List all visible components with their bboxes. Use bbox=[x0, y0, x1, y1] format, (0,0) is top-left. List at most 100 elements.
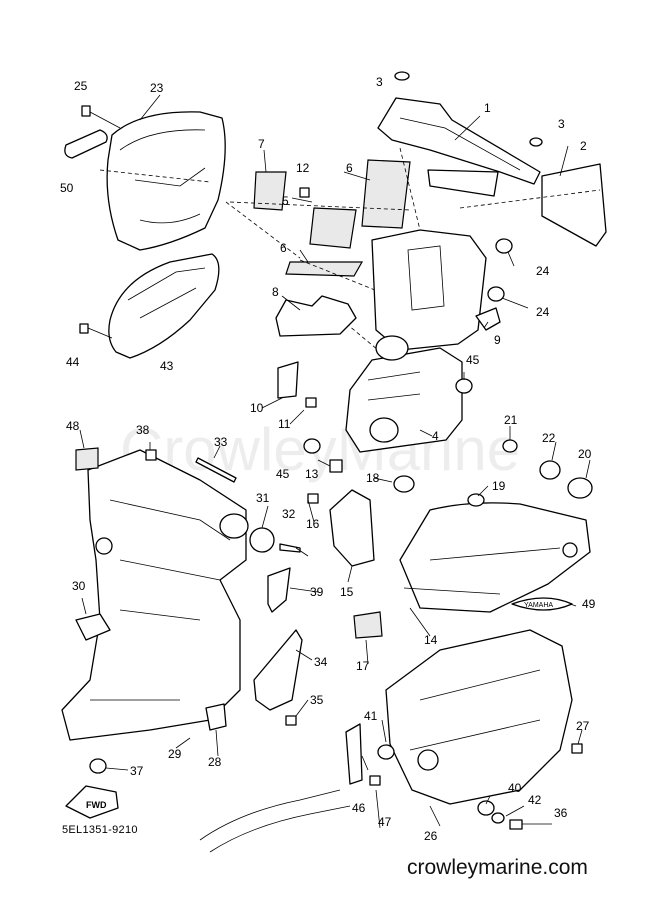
callout-22: 22 bbox=[542, 431, 556, 445]
callout-31: 31 bbox=[256, 491, 270, 505]
callout-7: 7 bbox=[258, 137, 265, 151]
part-23-cover bbox=[106, 111, 226, 251]
callout-6: 6 bbox=[280, 241, 287, 255]
part-25-screw bbox=[81, 105, 121, 129]
part-18-grommet bbox=[393, 475, 415, 493]
part-40-grommet bbox=[477, 800, 495, 816]
part-16-screw bbox=[307, 493, 319, 504]
callout-6: 6 bbox=[346, 161, 353, 175]
callout-48: 48 bbox=[66, 419, 80, 433]
callout-3: 3 bbox=[558, 117, 565, 131]
part-12-screw bbox=[299, 187, 310, 198]
leader-lines bbox=[79, 94, 591, 829]
part-30-connector bbox=[75, 613, 111, 641]
part-46-bracket bbox=[345, 723, 363, 785]
callout-14: 14 bbox=[424, 633, 438, 647]
part-1-bracket bbox=[377, 97, 541, 197]
callout-25: 25 bbox=[74, 79, 88, 93]
part-27-screw bbox=[571, 743, 583, 754]
callout-33: 33 bbox=[214, 435, 228, 449]
part-5-pad bbox=[309, 207, 357, 249]
part-6-pad bbox=[361, 159, 411, 229]
part-36-screw bbox=[509, 819, 523, 830]
callout-24: 24 bbox=[536, 264, 550, 278]
svg-text:YAMAHA: YAMAHA bbox=[524, 602, 553, 609]
callout-1: 1 bbox=[484, 101, 491, 115]
callout-16: 16 bbox=[306, 517, 320, 531]
svg-text:FWD: FWD bbox=[86, 800, 107, 810]
diagram-code: 5EL1351-9210 bbox=[62, 824, 138, 836]
callout-45: 45 bbox=[276, 467, 290, 481]
callout-43: 43 bbox=[160, 359, 174, 373]
callout-38: 38 bbox=[136, 423, 150, 437]
part-11-screw bbox=[305, 397, 317, 408]
part-22-plug bbox=[539, 460, 561, 480]
part-43-cover bbox=[108, 253, 220, 359]
callout-4: 4 bbox=[432, 429, 439, 443]
part-39-spring-clip bbox=[267, 567, 291, 613]
callout-40: 40 bbox=[508, 781, 522, 795]
part-47-screw bbox=[369, 775, 381, 786]
part-24-grommets bbox=[487, 238, 513, 302]
callout-17: 17 bbox=[356, 659, 370, 673]
callout-23: 23 bbox=[150, 81, 164, 95]
callout-12: 12 bbox=[296, 161, 310, 175]
part-4-mount-bracket bbox=[345, 229, 487, 453]
part-7-pad bbox=[253, 171, 287, 211]
callout-34: 34 bbox=[314, 655, 328, 669]
part-42-washer bbox=[491, 812, 505, 824]
part-15-bracket bbox=[329, 489, 375, 567]
callout-36: 36 bbox=[554, 806, 568, 820]
callout-37: 37 bbox=[130, 764, 144, 778]
part-49-decal: YAMAHA bbox=[511, 597, 573, 611]
callout-47: 47 bbox=[378, 815, 392, 829]
callout-30: 30 bbox=[72, 579, 86, 593]
part-37-screw bbox=[89, 758, 107, 774]
callout-18: 18 bbox=[366, 471, 380, 485]
callout-2: 2 bbox=[580, 139, 587, 153]
part-48-block bbox=[75, 447, 99, 471]
callout-labels: 1 2 3 3 4 5 6 6 7 8 9 10 11 12 13 14 15 … bbox=[60, 75, 596, 843]
part-6b-pad bbox=[285, 261, 364, 277]
callout-21: 21 bbox=[504, 413, 518, 427]
callout-26: 26 bbox=[424, 829, 438, 843]
callout-11: 11 bbox=[278, 417, 291, 431]
callout-5: 5 bbox=[282, 194, 289, 208]
part-2-plate bbox=[541, 163, 607, 247]
part-21-grommet bbox=[502, 439, 518, 453]
part-8-plate bbox=[275, 295, 357, 337]
part-31-grommet bbox=[249, 527, 275, 553]
part-32-bolt bbox=[279, 543, 301, 553]
callout-29: 29 bbox=[168, 747, 182, 761]
callout-15: 15 bbox=[340, 585, 354, 599]
part-33-rod bbox=[195, 457, 237, 483]
part-26-lower-cover bbox=[385, 629, 573, 805]
callout-35: 35 bbox=[310, 693, 324, 707]
part-44-screw bbox=[79, 323, 113, 339]
part-29-bracket-assembly bbox=[61, 449, 249, 741]
part-9-tab bbox=[475, 307, 501, 331]
callout-28: 28 bbox=[208, 755, 222, 769]
callout-41: 41 bbox=[364, 709, 378, 723]
part-20-switch bbox=[567, 477, 593, 499]
part-34-bracket bbox=[253, 629, 303, 711]
callout-42: 42 bbox=[528, 793, 542, 807]
part-17-pad bbox=[353, 611, 383, 639]
website-label[interactable]: crowleymarine.com bbox=[407, 856, 588, 879]
part-38-clip bbox=[145, 449, 157, 461]
callout-8: 8 bbox=[272, 285, 279, 299]
fwd-arrow-icon: FWD bbox=[65, 785, 119, 819]
callout-32: 32 bbox=[282, 507, 296, 521]
callout-46: 46 bbox=[352, 801, 366, 815]
callout-13: 13 bbox=[305, 467, 319, 481]
callout-9: 9 bbox=[494, 333, 501, 347]
part-50-strap bbox=[64, 129, 108, 159]
callout-39: 39 bbox=[310, 585, 324, 599]
part-13-clip bbox=[329, 459, 343, 473]
callout-20: 20 bbox=[578, 447, 592, 461]
callout-45: 45 bbox=[466, 353, 480, 367]
part-41-grommet bbox=[377, 744, 395, 760]
callout-24: 24 bbox=[536, 305, 550, 319]
part-3-grommet bbox=[394, 71, 543, 147]
